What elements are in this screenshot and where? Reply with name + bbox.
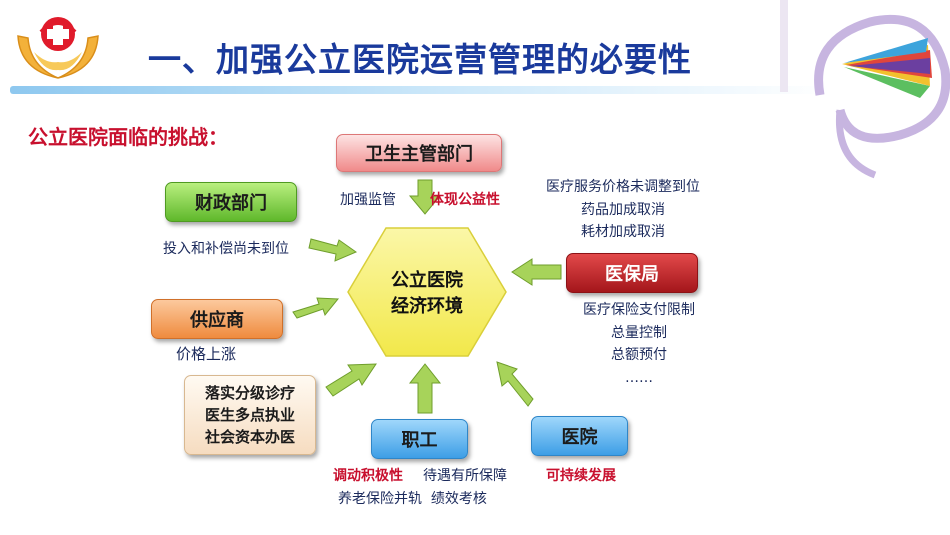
label-finance-note: 投入和补偿尚未到位: [163, 241, 289, 257]
center-line2: 经济环境: [391, 296, 463, 317]
label-staff-benefits: 待遇有所保障: [423, 468, 507, 484]
center-hexagon: [347, 227, 507, 357]
health-note-3: 耗材加成取消: [581, 224, 665, 240]
insurance-note-4: ……: [625, 369, 653, 386]
box-hospital: 医院: [531, 416, 628, 456]
insurance-notes: 医疗保险支付限制 总量控制 总额预付 ……: [566, 299, 712, 389]
arrow-from-insurance: [511, 258, 562, 286]
arrow-from-finance: [308, 238, 358, 262]
box-reform: 落实分级诊疗 医生多点执业 社会资本办医: [184, 375, 316, 455]
health-note-2: 药品加成取消: [581, 201, 665, 218]
arrow-from-health-dept: [408, 179, 442, 215]
health-notes: 医疗服务价格未调整到位 药品加成取消 耗材加成取消: [530, 176, 716, 244]
arrow-from-staff: [408, 363, 442, 414]
box-health-dept: 卫生主管部门: [336, 134, 502, 172]
page-title: 一、加强公立医院运营管理的必要性: [148, 40, 692, 79]
insurance-note-2: 总量控制: [611, 324, 667, 341]
corner-swirl-graphic: [780, 0, 950, 179]
label-public-welfare: 体现公益性: [430, 192, 500, 208]
health-note-1: 医疗服务价格未调整到位: [546, 179, 700, 195]
label-supervise: 加强监管: [340, 192, 396, 208]
label-staff-pension: 养老保险并轨 绩效考核: [338, 491, 487, 507]
center-line1: 公立医院: [391, 270, 463, 291]
section-subtitle: 公立医院面临的挑战：: [28, 125, 228, 149]
arrow-from-reform: [325, 363, 377, 397]
arrow-from-supplier: [292, 297, 340, 319]
box-supplier: 供应商: [151, 299, 283, 339]
reform-line1: 落实分级诊疗: [204, 384, 295, 402]
label-staff-motivation: 调动积极性: [333, 468, 403, 484]
reform-line3: 社会资本办医: [204, 428, 295, 446]
box-insurance: 医保局: [566, 253, 698, 293]
box-finance: 财政部门: [165, 182, 297, 222]
insurance-note-1: 医疗保险支付限制: [583, 302, 695, 318]
insurance-note-3: 总额预付: [611, 347, 667, 363]
box-staff: 职工: [371, 419, 468, 459]
title-underline: [10, 86, 830, 94]
label-supplier-note: 价格上涨: [176, 345, 237, 363]
hospital-logo-icon: [17, 17, 99, 79]
label-hospital-sustainable: 可持续发展: [546, 468, 616, 484]
reform-line2: 医生多点执业: [204, 406, 295, 424]
center-label: 公立医院 经济环境: [377, 268, 477, 320]
arrow-from-hospital: [496, 361, 534, 407]
